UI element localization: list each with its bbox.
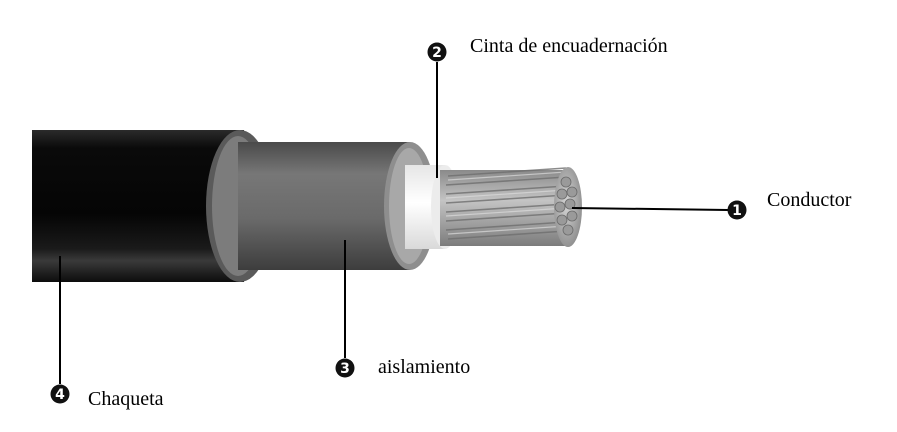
label-binding-tape: Cinta de encuadernación [470, 35, 668, 57]
svg-text:1: 1 [732, 203, 742, 219]
svg-text:3: 3 [340, 361, 350, 377]
leader-lines [59, 62, 729, 384]
leader-line-1 [571, 207, 729, 211]
jacket [32, 130, 274, 282]
badge-2: 2 [427, 42, 447, 62]
svg-text:4: 4 [55, 387, 65, 403]
svg-text:2: 2 [432, 45, 442, 61]
label-jacket: Chaqueta [88, 388, 164, 410]
badge-1: 1 [727, 200, 747, 220]
label-insulation: aislamiento [378, 356, 471, 378]
badge-3: 3 [335, 358, 355, 378]
badge-4: 4 [50, 384, 70, 404]
conductor [440, 167, 582, 247]
label-conductor: Conductor [767, 189, 852, 211]
